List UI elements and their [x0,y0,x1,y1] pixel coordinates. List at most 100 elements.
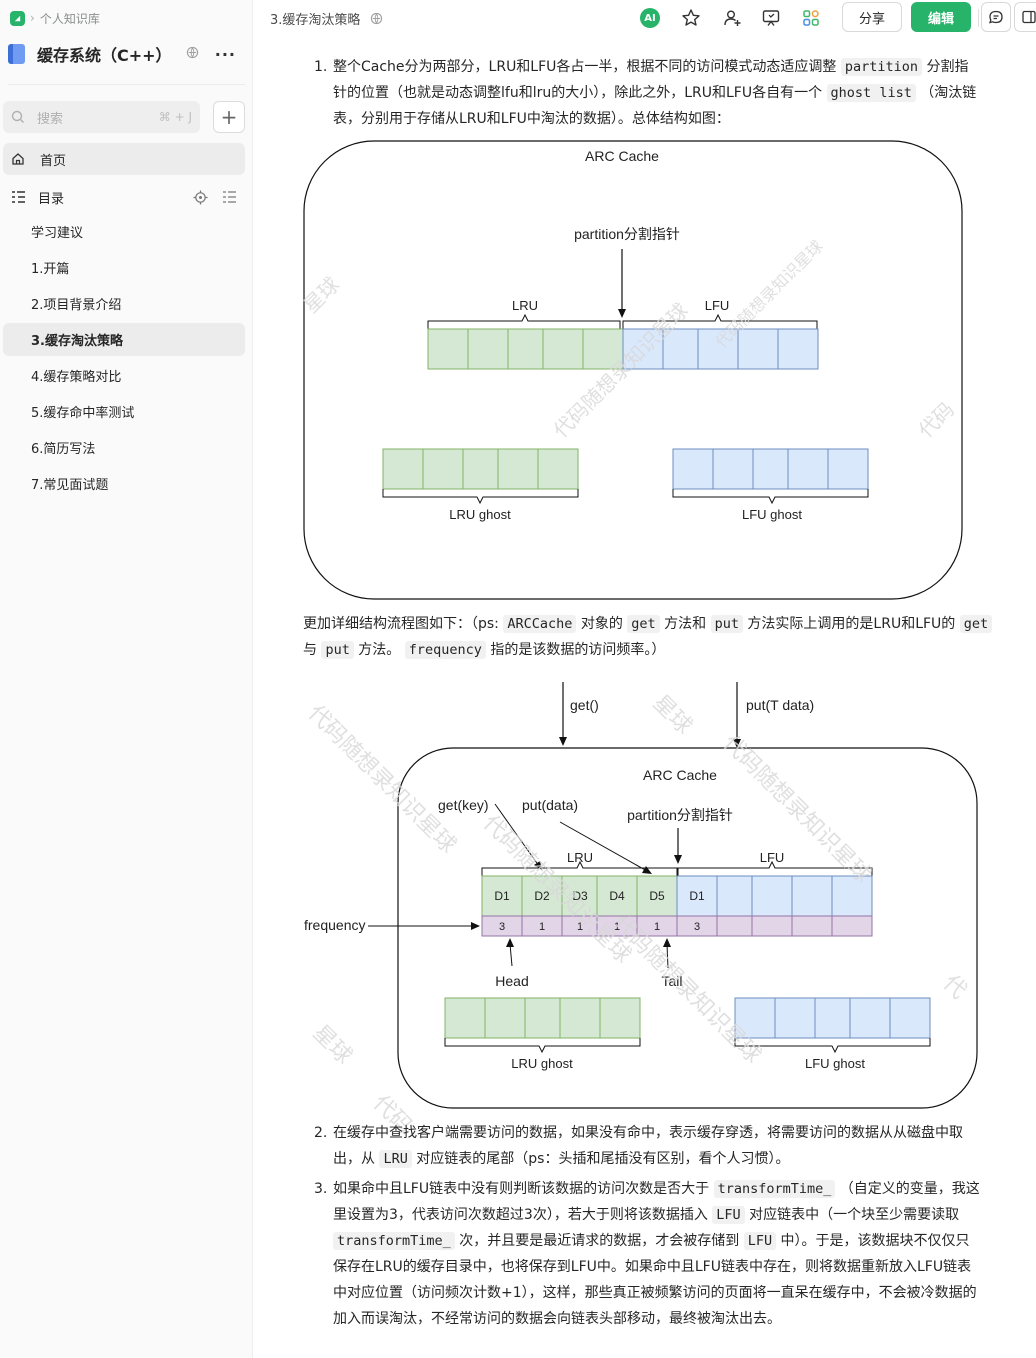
inline-code: ARCCache [503,615,577,633]
text-run: 方法实际上调用的是LRU和LFU的 [742,616,960,632]
partition-pointer-label: partition分割指针 [574,226,680,242]
arc-cache-detail-diagram: get() put(T data) ARC Cache get(key) put… [302,674,982,1139]
toc-item-strategy-comparison[interactable]: 4.缓存策略对比 [31,370,122,385]
share-status-icon[interactable] [186,46,199,63]
text-run: 对象的 [576,616,628,632]
lru-blocks [427,328,624,370]
breadcrumb[interactable]: › 个人知识库 [10,9,100,27]
put-call-label: put(T data) [746,697,814,713]
lfu-ghost-blocks [672,448,869,490]
breadcrumb-label[interactable]: 个人知识库 [39,11,100,26]
toc-item-interview-questions[interactable]: 7.常见面试题 [31,478,109,493]
lfu-ghost-label: LFU ghost [742,507,802,522]
text-run: （自定义的变量，我这里设置为3，代表访问次数超过3次），若大于则将该数据插入 [333,1181,980,1223]
presentation-icon[interactable] [759,6,783,30]
toc-item-study-advice[interactable]: 学习建议 [31,226,84,241]
diagram-title: ARC Cache [643,767,717,783]
book-header[interactable]: 缓存系统（C++） ··· [8,40,246,68]
toc-item-eviction-strategy[interactable]: 3.缓存淘汰策略 [3,323,245,356]
ai-button[interactable]: AI [638,6,662,30]
lru-ghost-label: LRU ghost [511,1056,573,1071]
book-icon [8,44,25,64]
watermark: 代码 [914,398,959,443]
text-run: 对应链表中（一个块至少需要读取 [744,1207,960,1223]
lfu-blocks [622,328,819,370]
list-item-1: 1. 整个Cache分为两部分，LRU和LFU各占一半，根据不同的访问模式动态适… [254,54,1036,134]
text-run: 整个Cache分为两部分，LRU和LFU各占一半，根据不同的访问模式动态适应调整 [333,59,841,75]
put-data-label: put(data) [522,797,578,813]
lfu-label: LFU [705,298,730,313]
inline-code: ghost list [826,84,916,102]
lru-data-blocks: D1 D2 D3 D4 D5 [481,875,678,917]
search-icon [11,110,24,123]
list-item-text: 在缓存中查找客户端需要访问的数据，如果没有命中，表示缓存穿透，将需要访问的数据从… [333,1120,981,1172]
toc-item-background[interactable]: 2.项目背景介绍 [31,298,122,313]
list-number: 3. [314,1181,328,1197]
comment-button[interactable] [981,2,1011,32]
frequency-value: 3 [499,921,505,933]
frequency-row: 3 1 1 1 1 3 [481,915,873,937]
share-button[interactable]: 分享 [842,2,902,32]
search-input[interactable]: 搜索 ⌘ + J [3,101,200,133]
list-item-3: 3. 如果命中且LFU链表中没有则判断该数据的访问次数是否大于 transfor… [254,1176,1036,1358]
lru-cell-label: D3 [572,889,588,903]
search-shortcut: ⌘ + J [158,110,192,124]
comment-icon [989,10,1003,24]
inline-code: put [710,615,743,633]
text-run: 对应链表的尾部（ps：头插和尾插没有区别，看个人习惯）。 [411,1151,790,1167]
diagram-title: ARC Cache [585,148,659,164]
lru-ghost-label: LRU ghost [449,507,511,522]
text-run: 中）。于是，该数据块不仅仅只保存在LRU的缓存目录中，也将保存到LFU中。如果命… [333,1233,977,1327]
lfu-label: LFU [760,850,785,865]
sidebar-divider [8,84,245,85]
share-status-icon[interactable] [370,12,383,25]
list-number: 2. [314,1125,328,1141]
apps-icon[interactable] [799,6,823,30]
sidebar-panel-button[interactable] [1014,2,1036,32]
plus-icon: + [220,105,238,129]
frequency-value: 1 [654,921,660,933]
head-label: Head [495,973,528,989]
lru-label: LRU [512,298,538,313]
list-item-text: 如果命中且LFU链表中没有则判断该数据的访问次数是否大于 transformTi… [333,1176,981,1332]
get-call-label: get() [570,697,599,713]
frequency-value: 1 [577,921,583,933]
text-run: 与 [303,642,322,658]
text-run: 分割指针的位置（也就是动态调整lfu和lru的大小），除此之外，LRU和LFU各… [333,59,969,101]
list-item-text: 整个Cache分为两部分，LRU和LFU各占一半，根据不同的访问模式动态适应调整… [333,54,981,132]
doc-title[interactable]: 3.缓存淘汰策略 [270,13,361,28]
watermark: 星球 [299,273,344,318]
more-options-icon[interactable]: ··· [214,44,236,64]
inline-code: frequency [404,641,486,659]
detail-paragraph: 更加详细结构流程图如下：（ps: ARCCache 对象的 get 方法和 pu… [303,611,993,665]
toc-item-resume[interactable]: 6.简历写法 [31,442,96,457]
text-run: （淘汰链表，分别用于存储从LRU和LFU中淘汰的数据）。总体结构如图： [333,85,977,127]
sidebar-item-home[interactable]: 首页 [3,143,245,175]
edit-button[interactable]: 编辑 [911,2,971,32]
doc-title-area: 3.缓存淘汰策略 [270,9,383,28]
frequency-value: 1 [539,921,545,933]
inline-code: transformTime_ [713,1180,836,1198]
top-bar: 3.缓存淘汰策略 AI 分享 编辑 [254,0,1036,36]
toc-header[interactable]: 目录 [3,181,245,213]
inline-code: LRU [379,1150,412,1168]
collapse-list-icon[interactable] [222,190,237,204]
lfu-ghost-label: LFU ghost [805,1056,865,1071]
text-run: 次，并且要是最近请求的数据，才会被存储到 [454,1233,744,1249]
book-title[interactable]: 缓存系统（C++） [37,46,172,65]
add-collaborator-icon[interactable] [720,6,744,30]
toc-icon [12,191,25,203]
text-run: 指的是该数据的访问频率。） [485,642,666,658]
star-icon[interactable] [679,6,703,30]
inline-code: transformTime_ [333,1232,455,1250]
list-number: 1. [314,59,328,75]
inline-code: LFU [743,1232,777,1250]
toc-item-intro[interactable]: 1.开篇 [31,262,70,277]
frequency-label: frequency [304,917,365,933]
toc-label: 目录 [38,191,65,207]
sidebar: › 个人知识库 缓存系统（C++） ··· 搜索 ⌘ + J + 首页 目录 学… [0,0,253,1358]
toc-item-hit-rate-test[interactable]: 5.缓存命中率测试 [31,406,135,421]
locate-icon[interactable] [193,189,208,205]
frequency-value: 1 [614,921,620,933]
add-button[interactable]: + [213,101,245,133]
